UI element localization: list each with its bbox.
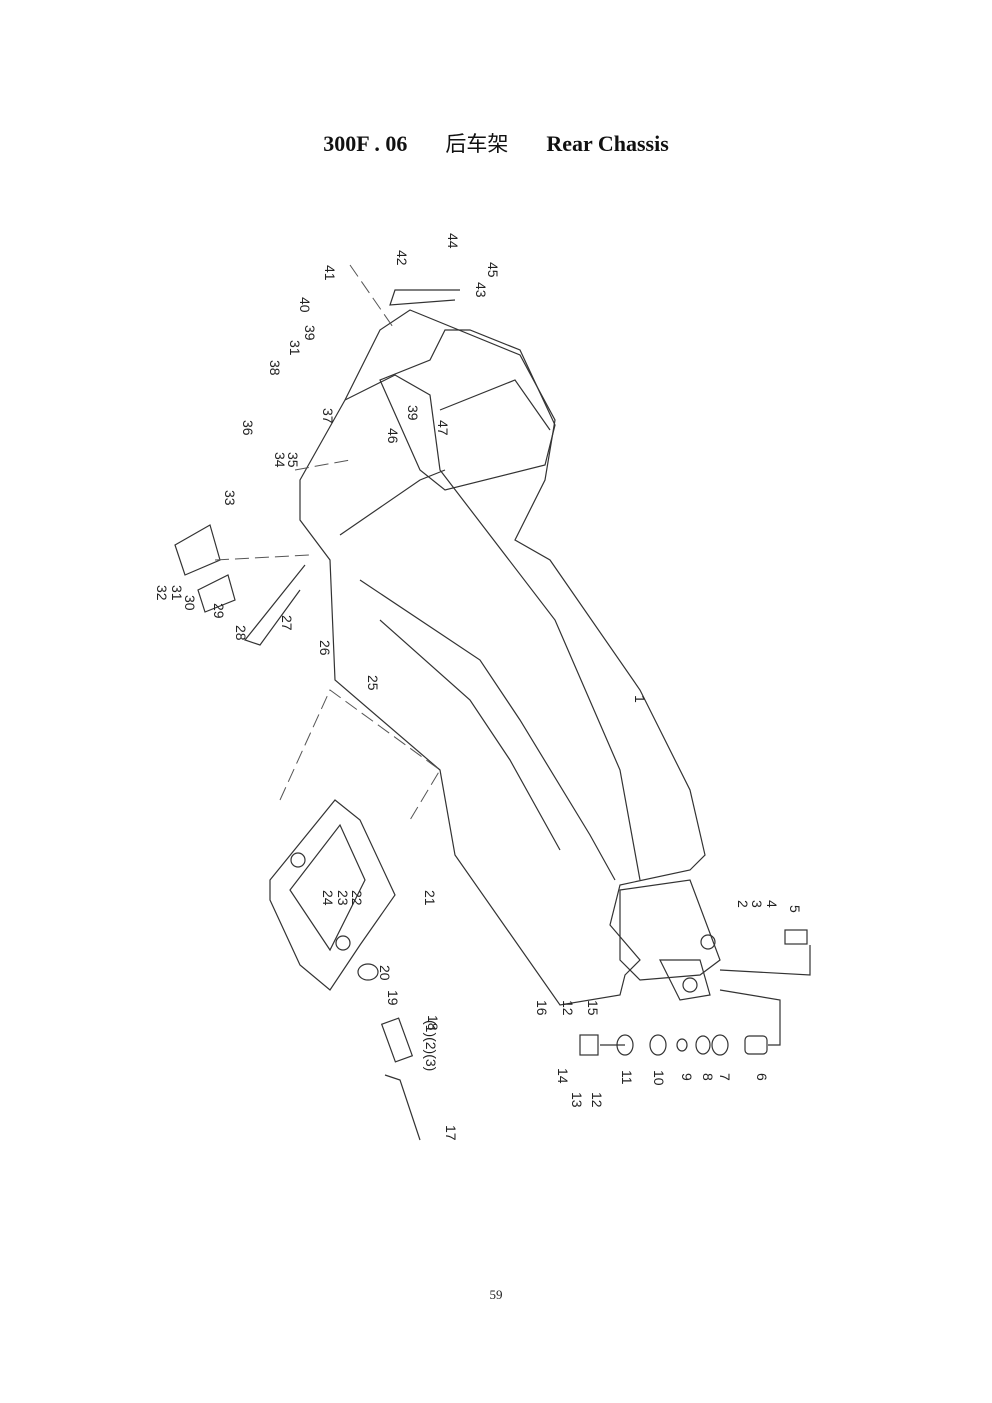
bush-20 bbox=[357, 963, 379, 981]
washer-10 bbox=[649, 1034, 667, 1056]
grease-line-17 bbox=[384, 1074, 421, 1141]
callout: 3 bbox=[749, 900, 765, 908]
callout: 47 bbox=[435, 420, 451, 436]
frame-crossmember bbox=[339, 469, 446, 536]
callout: 13 bbox=[569, 1092, 585, 1108]
callout: 28 bbox=[233, 625, 249, 641]
callout: 46 bbox=[385, 428, 401, 444]
callout: 20 bbox=[377, 965, 393, 981]
callout: 18 bbox=[425, 1015, 441, 1031]
callout: 16 bbox=[534, 1000, 550, 1016]
callout: 14 bbox=[555, 1068, 571, 1084]
callout: 43 bbox=[473, 282, 489, 298]
callout: 8 bbox=[700, 1073, 716, 1081]
rear-box bbox=[379, 329, 556, 491]
dash-pin-37 bbox=[294, 459, 351, 471]
leader-5 bbox=[719, 945, 811, 976]
swing-frame-hole-top bbox=[290, 852, 306, 868]
callout: 6 bbox=[754, 1073, 770, 1081]
callout: 1 bbox=[632, 695, 648, 703]
ring-9 bbox=[676, 1038, 688, 1052]
page-number: 59 bbox=[489, 1287, 503, 1302]
rear-box-edge bbox=[439, 379, 551, 431]
callout: 23 bbox=[335, 890, 351, 906]
dash-swing-frame bbox=[279, 689, 441, 821]
callout: 7 bbox=[717, 1073, 733, 1081]
callout: 29 bbox=[211, 603, 227, 619]
callout: 22 bbox=[349, 890, 365, 906]
plate-30 bbox=[197, 574, 236, 613]
frame-outline bbox=[299, 309, 706, 1006]
page-title: 300F . 06 后车架 Rear Chassis bbox=[0, 128, 992, 158]
hinge-hole-lower bbox=[682, 977, 698, 993]
callout: 40 bbox=[297, 297, 313, 313]
callout: 9 bbox=[679, 1073, 695, 1081]
cover-33 bbox=[174, 524, 221, 576]
callout: 30 bbox=[182, 595, 198, 611]
bushing-6 bbox=[744, 1035, 768, 1055]
callout: 12 bbox=[589, 1092, 605, 1108]
callout: 41 bbox=[322, 265, 338, 281]
handle-42 bbox=[389, 289, 460, 306]
callout: 2 bbox=[735, 900, 751, 908]
callout: 4 bbox=[764, 900, 780, 908]
cap-15 bbox=[579, 1034, 599, 1056]
callout-labels: 1 2 3 4 5 6 7 8 9 10 11 12 12 13 14 15 1… bbox=[154, 233, 803, 1141]
dash-cover bbox=[214, 554, 311, 561]
callout: 10 bbox=[651, 1070, 667, 1086]
dashed-alignment-lines bbox=[214, 264, 441, 821]
leader-6 bbox=[719, 989, 781, 1046]
title-chinese: 后车架 bbox=[445, 132, 509, 156]
callout: 37 bbox=[320, 408, 336, 424]
callout: 15 bbox=[585, 1000, 601, 1016]
callout: 35 bbox=[285, 452, 301, 468]
callout: (1)(2)(3) bbox=[423, 1020, 439, 1071]
callout: 31 bbox=[169, 585, 185, 601]
part-code: 300F . 06 bbox=[323, 131, 408, 156]
callout: 36 bbox=[240, 420, 256, 436]
swing-frame-hole-bottom bbox=[335, 935, 351, 951]
hinge-lug bbox=[659, 959, 711, 1001]
callout: 31 bbox=[287, 340, 303, 356]
callout: 12 bbox=[560, 1000, 576, 1016]
frame-inner-edge bbox=[344, 374, 641, 881]
callout: 45 bbox=[485, 262, 501, 278]
frame-rail bbox=[359, 579, 616, 881]
callout: 32 bbox=[154, 585, 170, 601]
hinge-plate bbox=[619, 879, 721, 981]
callout: 33 bbox=[222, 490, 238, 506]
callout: 34 bbox=[272, 452, 288, 468]
callout: 21 bbox=[422, 890, 438, 906]
handle-27 bbox=[243, 564, 306, 646]
title-english: Rear Chassis bbox=[546, 131, 669, 156]
pin-18 bbox=[380, 1017, 414, 1063]
callout: 44 bbox=[445, 233, 461, 249]
chassis-drawing bbox=[174, 289, 811, 1141]
callout: 39 bbox=[405, 405, 421, 421]
callout: 5 bbox=[787, 905, 803, 913]
callout: 19 bbox=[385, 990, 401, 1006]
callout: 42 bbox=[394, 250, 410, 266]
frame-rail-lower bbox=[379, 619, 561, 851]
dash-rod-41 bbox=[349, 264, 396, 331]
callout: 11 bbox=[619, 1070, 635, 1085]
callout: 39 bbox=[302, 325, 318, 341]
swing-frame bbox=[269, 799, 396, 991]
callout: 27 bbox=[279, 615, 295, 631]
bearing-7 bbox=[711, 1034, 729, 1056]
swing-frame-inner bbox=[289, 823, 366, 952]
hinge-hole-upper bbox=[700, 934, 716, 950]
bearing-8 bbox=[695, 1035, 711, 1055]
callout: 17 bbox=[443, 1125, 459, 1141]
callout: 25 bbox=[365, 675, 381, 691]
callout: 38 bbox=[267, 360, 283, 376]
callout: 24 bbox=[320, 890, 336, 906]
callout: 26 bbox=[317, 640, 333, 656]
pin-5 bbox=[784, 929, 808, 945]
